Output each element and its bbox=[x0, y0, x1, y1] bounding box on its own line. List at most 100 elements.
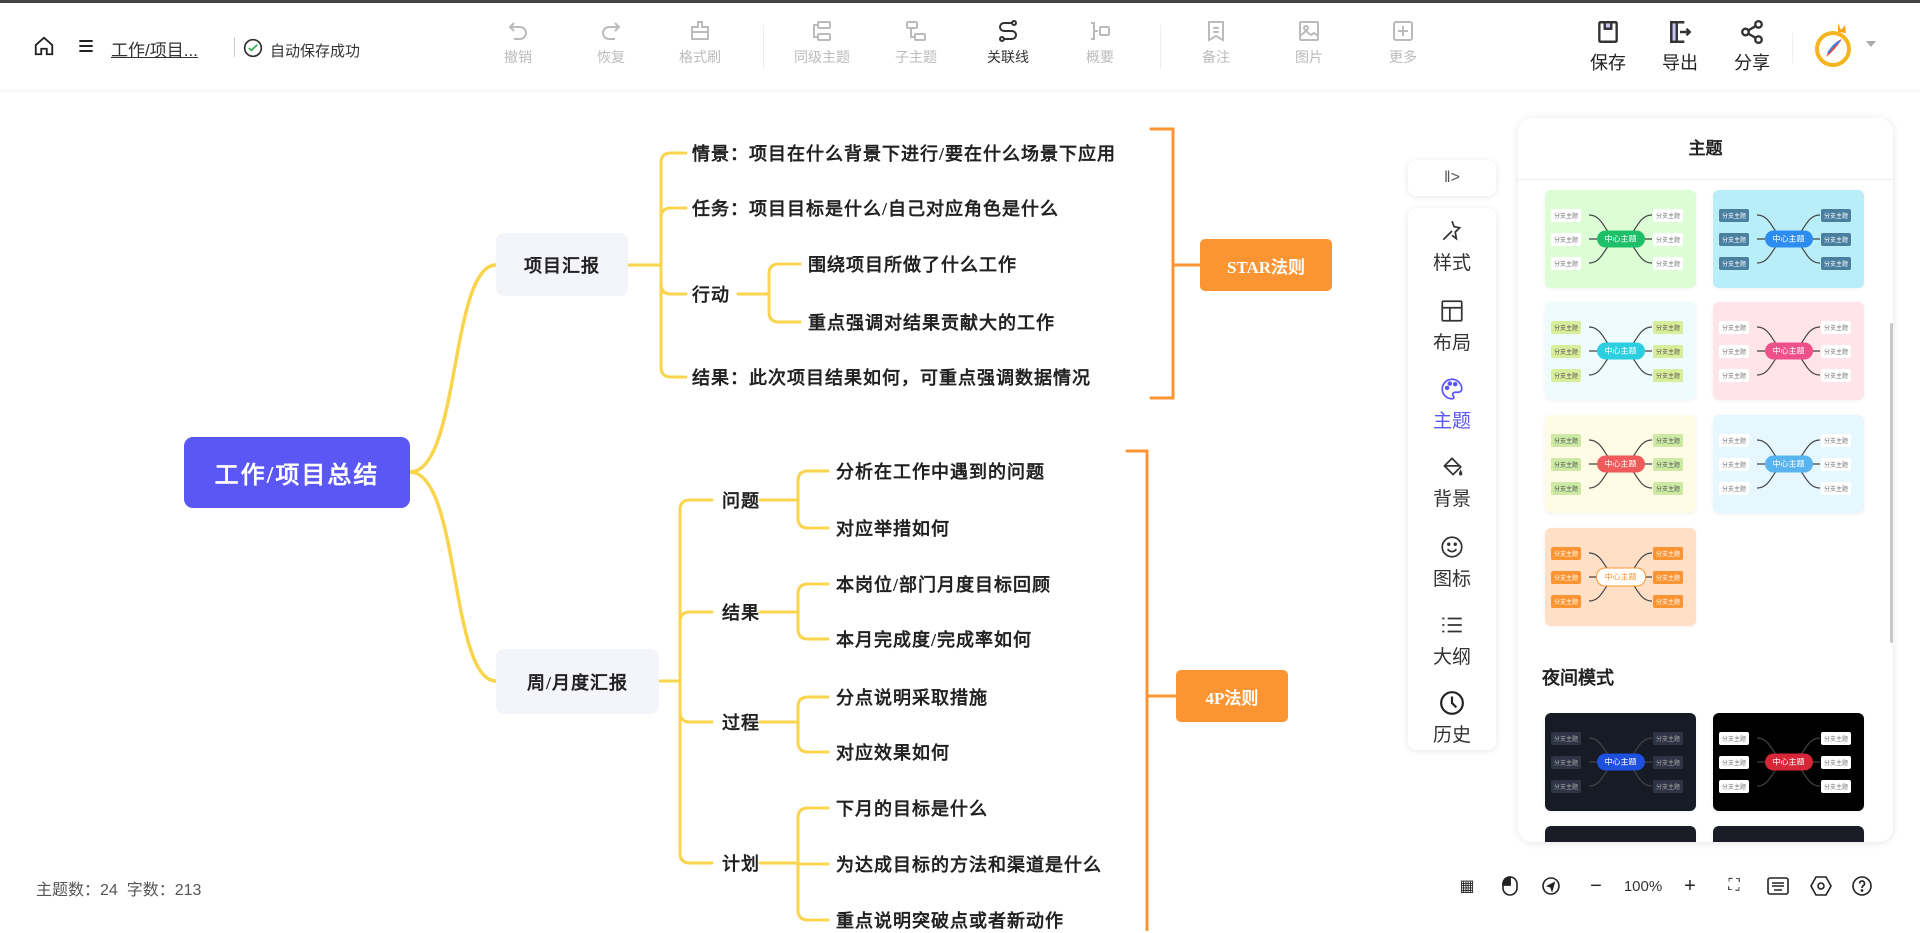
topic-leaf[interactable]: 本月完成度/完成率如何 bbox=[836, 630, 1032, 650]
theme-branch-label: 分支主题 bbox=[1653, 369, 1684, 382]
summary-star-rule[interactable]: STAR法则 bbox=[1200, 239, 1332, 291]
sibling-topic-button[interactable]: 同级主题 bbox=[787, 19, 857, 67]
sidebar-item-outline[interactable]: 大纲 bbox=[1408, 612, 1496, 669]
theme-card[interactable]: 分支主题分支主题分支主题分支主题分支主题分支主题中心主题 bbox=[1545, 528, 1696, 626]
panel-scrollbar[interactable] bbox=[1890, 323, 1893, 643]
branch-line bbox=[796, 806, 830, 865]
night-theme-card[interactable]: 分支主题分支主题分支主题分支主题分支主题分支主题中心主题 bbox=[1545, 713, 1696, 811]
theme-card[interactable]: 分支主题分支主题分支主题分支主题分支主题分支主题中心主题 bbox=[1713, 302, 1864, 400]
theme-branch-label: 分支主题 bbox=[1551, 482, 1582, 495]
sibling-topic-label: 同级主题 bbox=[794, 49, 850, 65]
theme-branch-label: 分支主题 bbox=[1551, 571, 1582, 584]
theme-branch-label: 分支主题 bbox=[1821, 233, 1852, 246]
format-brush-button[interactable]: 格式刷 bbox=[665, 19, 735, 67]
undo-label: 撤销 bbox=[504, 49, 532, 65]
summary-button[interactable]: 概要 bbox=[1065, 19, 1135, 67]
theme-branch-label: 分支主题 bbox=[1653, 458, 1684, 471]
topic-action-child[interactable]: 围绕项目所做了什么工作 bbox=[808, 255, 1017, 275]
child-topic-label: 子主题 bbox=[895, 49, 937, 65]
topic-problem[interactable]: 问题 bbox=[722, 491, 760, 511]
night-theme-card[interactable] bbox=[1545, 826, 1696, 842]
topic-leaf[interactable]: 分点说明采取措施 bbox=[836, 688, 988, 708]
undo-button[interactable]: 撤销 bbox=[483, 19, 553, 67]
theme-branch-label: 分支主题 bbox=[1653, 756, 1684, 769]
topic-leaf[interactable]: 本岗位/部门月度目标回顾 bbox=[836, 575, 1051, 595]
topic-plan[interactable]: 计划 bbox=[722, 854, 760, 874]
sidebar-item-background[interactable]: 背景 bbox=[1408, 454, 1496, 511]
sidebar-item-style[interactable]: 样式 bbox=[1408, 218, 1496, 275]
settings-hexagon-icon[interactable] bbox=[1809, 874, 1833, 898]
branch-line bbox=[659, 263, 688, 379]
night-theme-card[interactable] bbox=[1713, 826, 1864, 842]
topic-leaf[interactable]: 为达成目标的方法和渠道是什么 bbox=[836, 855, 1102, 875]
theme-branch-label: 分支主题 bbox=[1821, 458, 1852, 471]
topic-result[interactable]: 结果：此次项目结果如何，可重点强调数据情况 bbox=[692, 368, 1091, 388]
theme-branch-label: 分支主题 bbox=[1719, 209, 1750, 222]
theme-card[interactable]: 分支主题分支主题分支主题分支主题分支主题分支主题中心主题 bbox=[1545, 302, 1696, 400]
theme-card[interactable]: 分支主题分支主题分支主题分支主题分支主题分支主题中心主题 bbox=[1713, 190, 1864, 288]
redo-button[interactable]: 恢复 bbox=[576, 19, 646, 67]
summary-4p-rule[interactable]: 4P法则 bbox=[1176, 670, 1288, 722]
theme-card[interactable]: 分支主题分支主题分支主题分支主题分支主题分支主题中心主题 bbox=[1545, 190, 1696, 288]
topic-leaf[interactable]: 对应举措如何 bbox=[836, 519, 950, 539]
theme-branch-label: 分支主题 bbox=[1653, 482, 1684, 495]
night-theme-card[interactable]: 分支主题分支主题分支主题分支主题分支主题分支主题中心主题 bbox=[1713, 713, 1864, 811]
mouse-mode-icon[interactable] bbox=[1498, 874, 1522, 898]
mindmap-canvas[interactable] bbox=[0, 90, 1920, 931]
home-icon[interactable] bbox=[33, 35, 55, 57]
note-label: 备注 bbox=[1202, 49, 1230, 65]
theme-branch-label: 分支主题 bbox=[1821, 434, 1852, 447]
sidebar-item-history[interactable]: 历史 bbox=[1408, 690, 1496, 747]
divider bbox=[1160, 25, 1161, 69]
share-label: 分享 bbox=[1734, 53, 1770, 73]
export-button[interactable]: 导出 bbox=[1645, 19, 1715, 75]
branch-topic-periodic-report[interactable]: 周/月度汇报 bbox=[496, 649, 659, 714]
theme-card[interactable]: 分支主题分支主题分支主题分支主题分支主题分支主题中心主题 bbox=[1713, 415, 1864, 513]
caret-down-icon[interactable] bbox=[1866, 41, 1876, 47]
sidebar-item-theme[interactable]: 主题 bbox=[1408, 376, 1496, 433]
user-avatar[interactable] bbox=[1812, 21, 1856, 74]
topic-task[interactable]: 任务：项目目标是什么/自己对应角色是什么 bbox=[692, 199, 1059, 219]
redo-label: 恢复 bbox=[597, 49, 625, 65]
topic-leaf[interactable]: 分析在工作中遇到的问题 bbox=[836, 462, 1045, 482]
theme-branch-label: 分支主题 bbox=[1719, 434, 1750, 447]
theme-card[interactable]: 分支主题分支主题分支主题分支主题分支主题分支主题中心主题 bbox=[1545, 415, 1696, 513]
more-button[interactable]: 更多 bbox=[1368, 19, 1438, 67]
topic-leaf[interactable]: 下月的目标是什么 bbox=[836, 799, 988, 819]
note-button[interactable]: 备注 bbox=[1181, 19, 1251, 67]
help-icon[interactable] bbox=[1850, 874, 1874, 898]
topic-action-child[interactable]: 重点强调对结果贡献大的工作 bbox=[808, 313, 1055, 333]
sidebar-item-layout[interactable]: 布局 bbox=[1408, 298, 1496, 355]
topic-leaf[interactable]: 对应效果如何 bbox=[836, 743, 950, 763]
grid-view-icon[interactable]: ▦ bbox=[1459, 878, 1475, 895]
share-button[interactable]: 分享 bbox=[1717, 19, 1787, 75]
save-button[interactable]: 保存 bbox=[1573, 19, 1643, 75]
theme-branch-label: 分支主题 bbox=[1821, 756, 1852, 769]
image-icon bbox=[1299, 21, 1319, 41]
topic-word-count: 主题数：24 字数：213 bbox=[36, 882, 202, 899]
child-topic-button[interactable]: 子主题 bbox=[881, 19, 951, 67]
sidebar-item-icons[interactable]: 图标 bbox=[1408, 534, 1496, 591]
topic-results[interactable]: 结果 bbox=[722, 603, 760, 623]
document-title[interactable]: 工作/项目... bbox=[111, 41, 198, 60]
root-topic[interactable]: 工作/项目总结 bbox=[184, 437, 410, 508]
topic-action[interactable]: 行动 bbox=[692, 285, 730, 305]
menu-icon[interactable] bbox=[76, 35, 98, 57]
topic-situation[interactable]: 情景：项目在什么背景下进行/要在什么场景下应用 bbox=[692, 144, 1116, 164]
locate-icon[interactable] bbox=[1539, 874, 1563, 898]
theme-branch-label: 分支主题 bbox=[1551, 257, 1582, 270]
theme-branch-label: 分支主题 bbox=[1821, 257, 1852, 270]
zoom-out-button[interactable]: − bbox=[1590, 874, 1602, 897]
keyboard-icon[interactable] bbox=[1766, 874, 1790, 898]
image-button[interactable]: 图片 bbox=[1274, 19, 1344, 67]
theme-branch-label: 分支主题 bbox=[1551, 595, 1582, 608]
relation-line-button[interactable]: 关联线 bbox=[973, 19, 1043, 67]
toolbar: 工作/项目... 自动保存成功 撤销 恢复 格式刷 同级主题 子主题 关联线 概… bbox=[0, 3, 1920, 90]
collapse-sidebar-button[interactable]: ‖> bbox=[1408, 160, 1496, 196]
fullscreen-icon[interactable]: ⛶ bbox=[1728, 877, 1740, 894]
theme-branch-label: 分支主题 bbox=[1653, 321, 1684, 334]
topic-process[interactable]: 过程 bbox=[722, 713, 760, 733]
topic-leaf[interactable]: 重点说明突破点或者新动作 bbox=[836, 911, 1064, 931]
branch-topic-project-report[interactable]: 项目汇报 bbox=[496, 233, 628, 296]
zoom-in-button[interactable]: + bbox=[1684, 874, 1696, 897]
